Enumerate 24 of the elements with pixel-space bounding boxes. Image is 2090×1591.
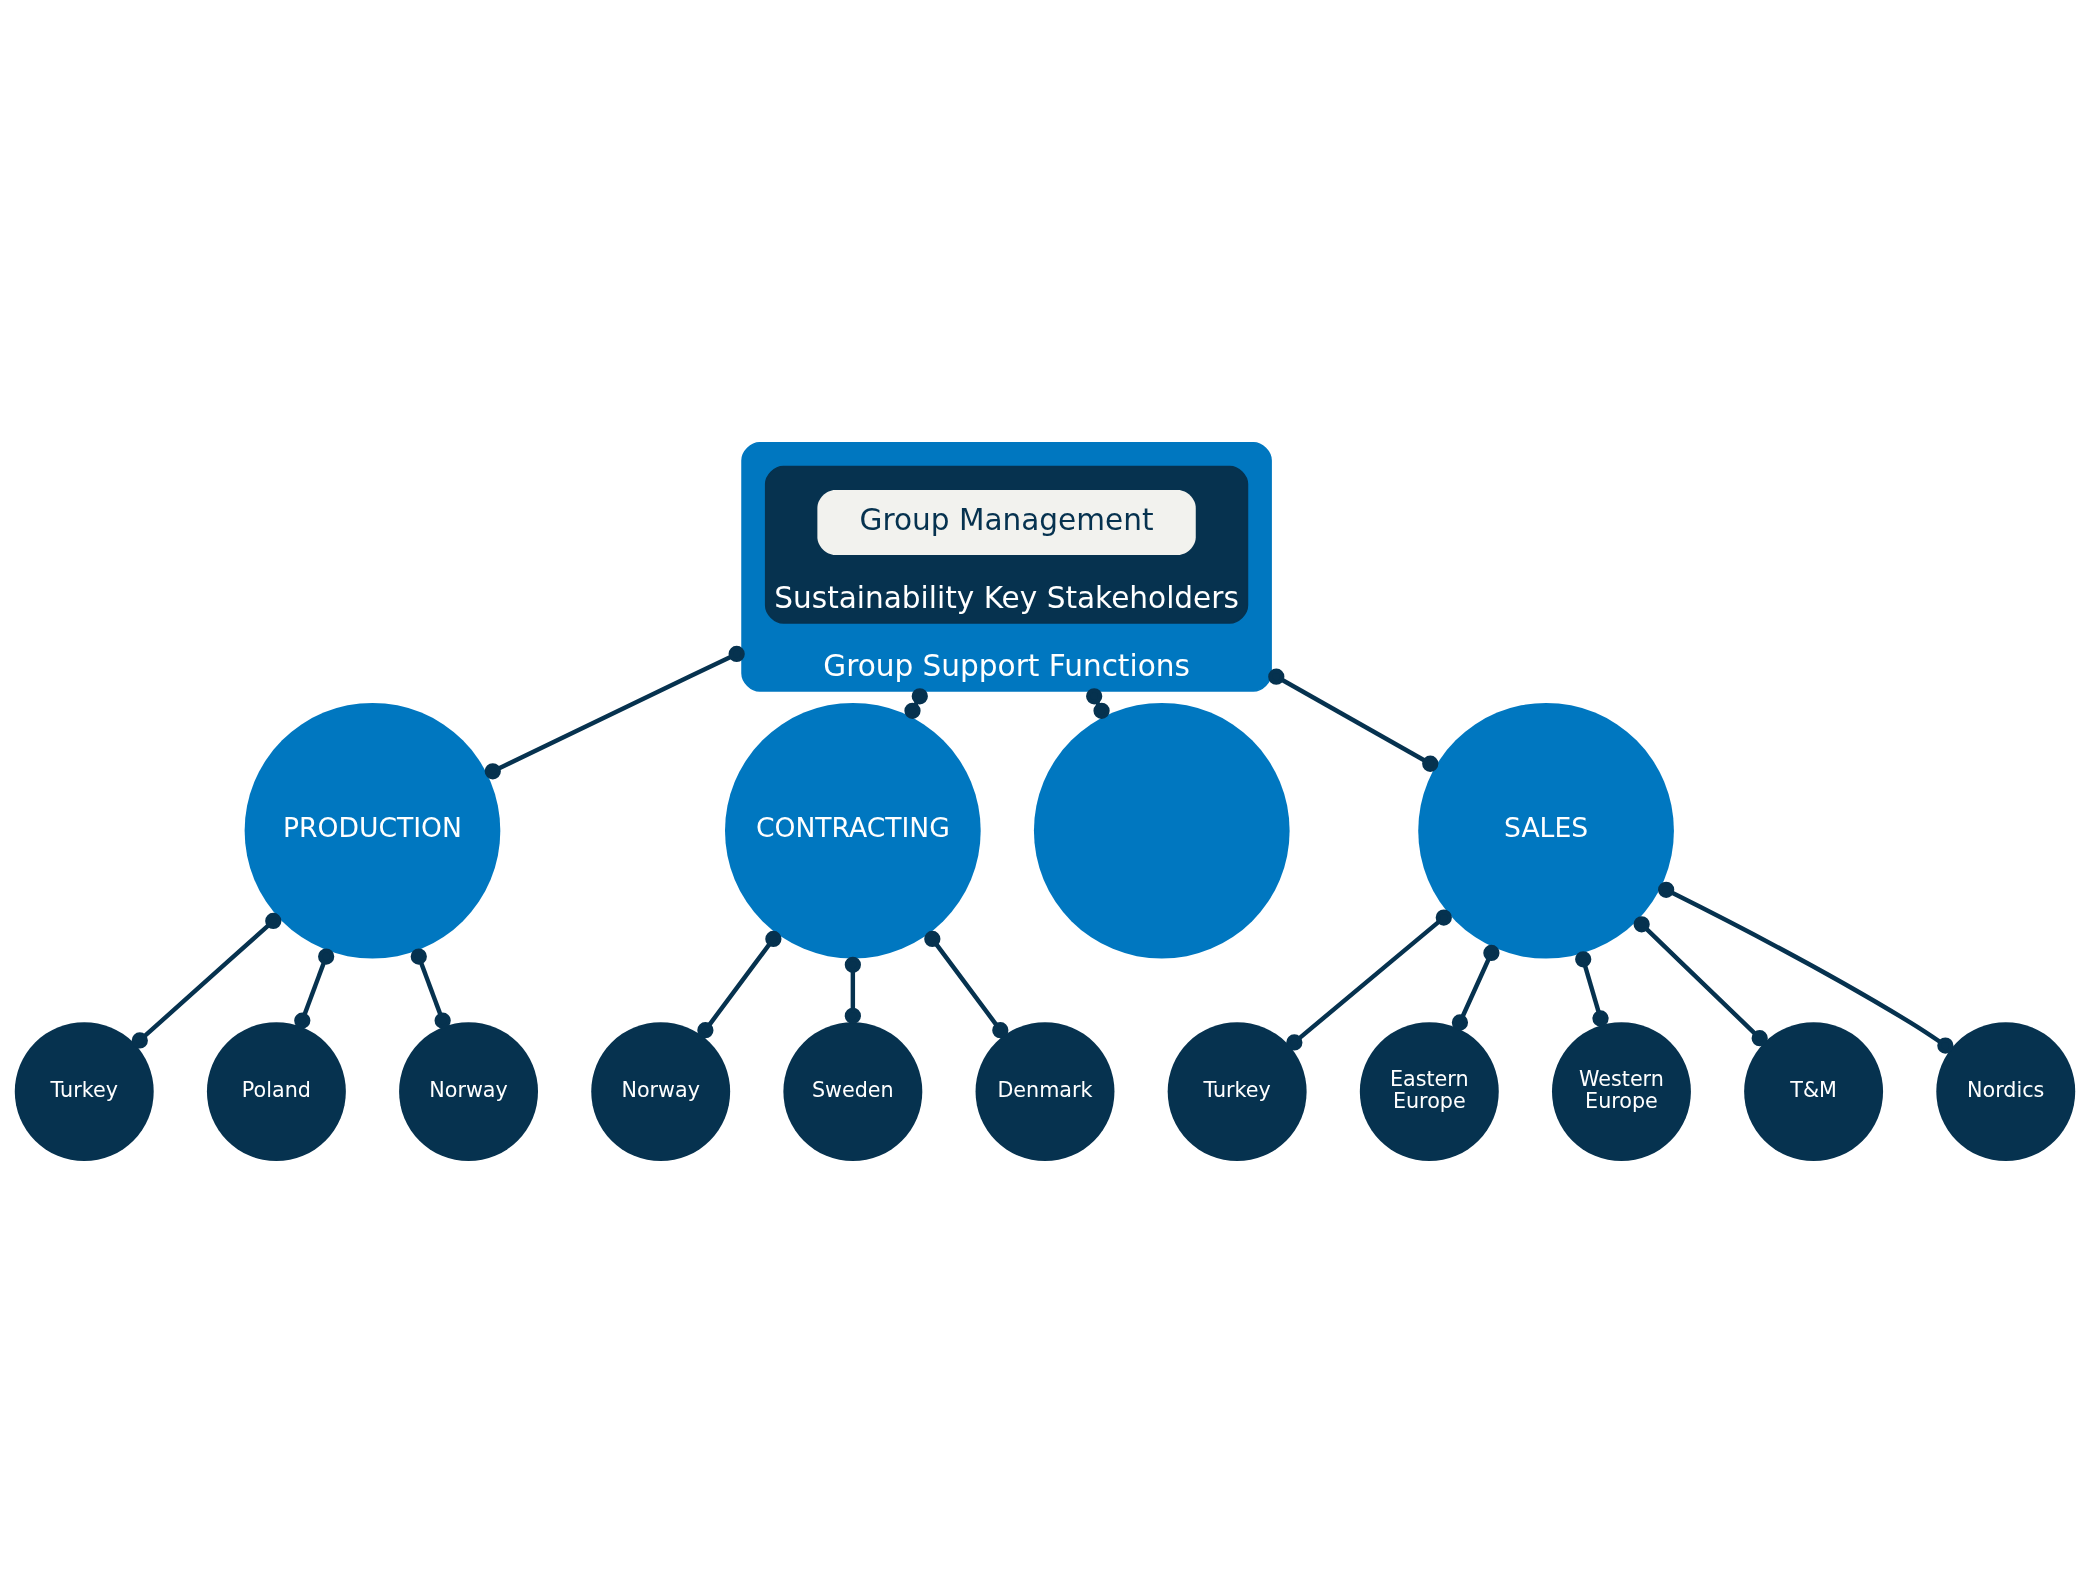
- connector: [904, 687, 928, 719]
- connector: [1268, 668, 1439, 772]
- node-circle: Poland: [206, 1021, 346, 1161]
- node-circle: Eastern Europe: [1359, 1021, 1499, 1161]
- connector: [1658, 881, 1954, 1054]
- connector: [1633, 915, 1768, 1046]
- connector: [697, 930, 782, 1038]
- connector: [924, 930, 1009, 1038]
- node-circle: T&M: [1744, 1021, 1884, 1161]
- node-circle: Western Europe: [1552, 1021, 1691, 1161]
- node-box: Group Management: [817, 489, 1196, 555]
- connector: [1286, 909, 1452, 1050]
- node-circle: Norway: [399, 1021, 538, 1161]
- connector: [1086, 687, 1110, 719]
- node-circle: Sweden: [783, 1021, 923, 1161]
- node-circle: Turkey: [14, 1021, 154, 1161]
- connector: [1575, 950, 1609, 1027]
- connector: [1451, 944, 1500, 1031]
- connector: [131, 912, 282, 1049]
- connector: [410, 947, 451, 1029]
- connector: [844, 956, 861, 1024]
- connector: [484, 645, 745, 779]
- node-circle: Turkey: [1167, 1021, 1307, 1161]
- connector: [294, 947, 335, 1029]
